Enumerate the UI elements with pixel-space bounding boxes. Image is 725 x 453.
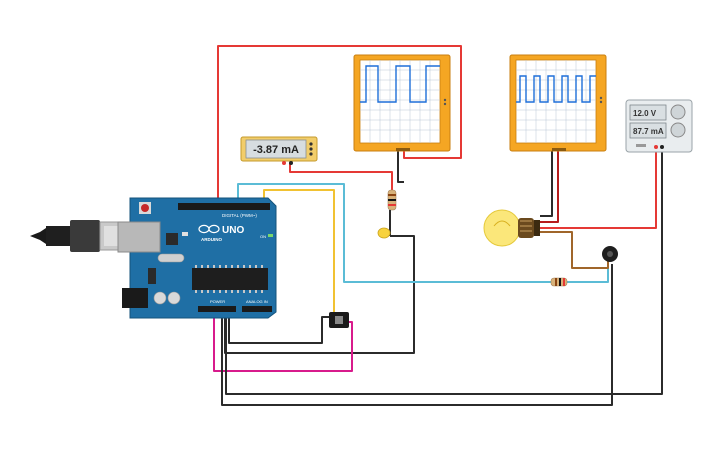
oscilloscope-1-grid: [360, 60, 440, 143]
analog-header: [242, 306, 272, 312]
black-wire-buzzer-ground[interactable]: [221, 264, 613, 406]
usb-jack: [117, 221, 161, 253]
red-wire-scope2-bulb[interactable]: [540, 150, 559, 223]
arduino-logo-icon: [198, 224, 220, 234]
arduino-model: UNO: [222, 225, 244, 236]
black-wire-switch[interactable]: [228, 310, 336, 344]
red-wire-meter-resistor[interactable]: [289, 163, 393, 190]
lightbulb-icon[interactable]: [483, 209, 540, 247]
buzzer-icon[interactable]: [602, 246, 618, 262]
arduino-uno-board[interactable]: DIGITAL (PWM~) UNO ARDUINO ON: [117, 197, 277, 319]
analog-header-label: ANALOG IN: [246, 299, 268, 304]
oscilloscope-1[interactable]: [353, 54, 451, 152]
led-icon[interactable]: [377, 210, 391, 239]
magenta-wire[interactable]: [213, 310, 353, 372]
power-supply-current: 87.7 mA: [633, 127, 664, 136]
reset-button[interactable]: [141, 204, 149, 212]
oscilloscope-1-trace: [360, 65, 440, 103]
black-wire-scope2-bulb[interactable]: [540, 150, 553, 217]
brown-wire-bulb-resistor[interactable]: [540, 231, 609, 269]
power-header: [198, 306, 236, 312]
resistor-icon[interactable]: [550, 277, 568, 287]
current-knob-icon[interactable]: [670, 122, 686, 138]
atmega-chip: [192, 268, 268, 290]
oscilloscope-2-trace: [516, 75, 596, 103]
multimeter-probe-negative[interactable]: [289, 161, 293, 165]
digital-header: [178, 203, 270, 210]
voltage-knob-icon[interactable]: [670, 104, 686, 120]
black-wire-scope1-ground[interactable]: [397, 150, 404, 183]
multimeter-probe-positive[interactable]: [282, 161, 286, 165]
oscilloscope-2[interactable]: [509, 54, 607, 152]
power-supply[interactable]: 12.0 V 87.7 mA: [625, 99, 693, 153]
psu-positive-terminal[interactable]: [654, 145, 658, 149]
psu-negative-terminal[interactable]: [660, 145, 664, 149]
red-wire-scope1[interactable]: [217, 45, 462, 208]
resistor-icon[interactable]: [387, 189, 397, 211]
digital-header-label: DIGITAL (PWM~): [222, 213, 257, 218]
red-wire-psu-bulb[interactable]: [540, 148, 657, 229]
arduino-brand: ARDUINO: [201, 237, 222, 242]
on-led: [268, 234, 273, 237]
blue-wire-buzzer[interactable]: [237, 183, 552, 283]
black-wire-psu-ground[interactable]: [225, 148, 663, 395]
slide-switch-icon[interactable]: [329, 312, 349, 328]
multimeter[interactable]: -3.87 mA: [240, 136, 318, 165]
on-label: ON: [260, 234, 266, 239]
multimeter-reading: -3.87 mA: [253, 144, 299, 156]
usb-cable-icon: [30, 220, 133, 252]
power-jack: [122, 288, 148, 308]
power-header-label: POWER: [210, 299, 225, 304]
power-supply-voltage: 12.0 V: [633, 109, 657, 118]
